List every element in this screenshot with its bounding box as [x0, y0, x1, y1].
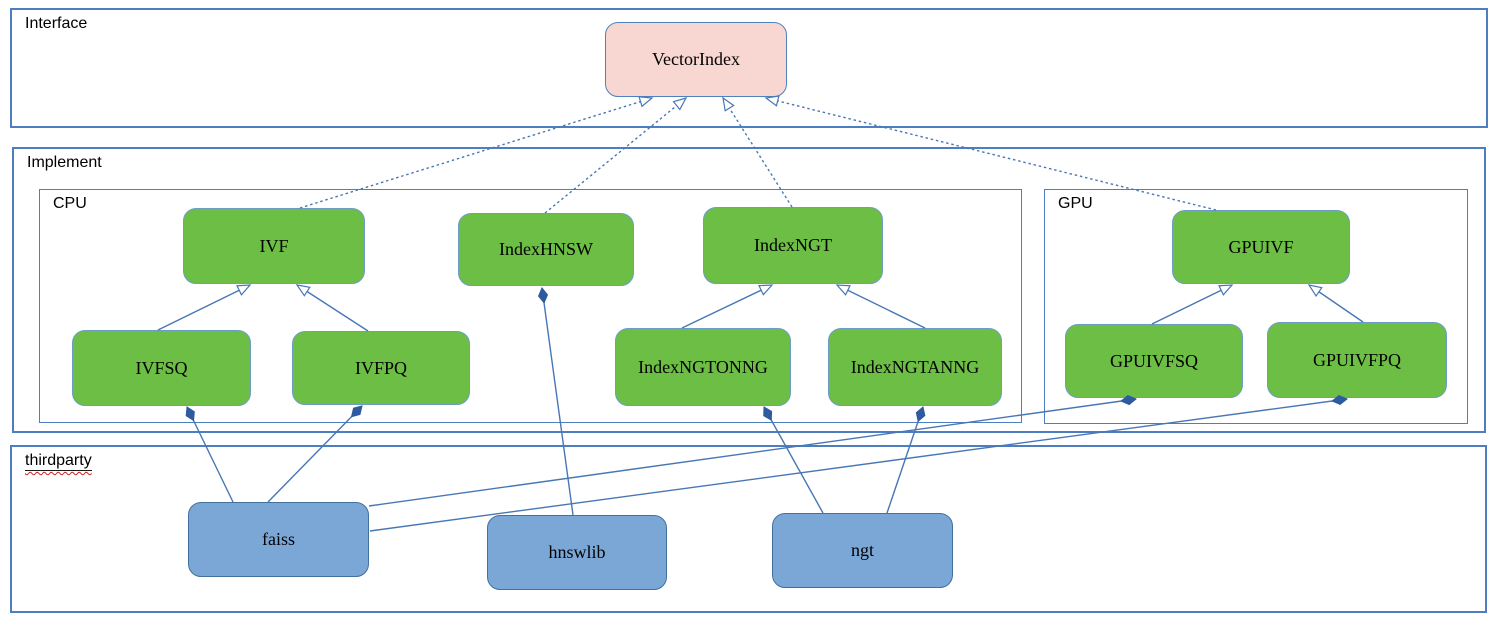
node-indexngt-label: IndexNGT: [754, 235, 832, 255]
node-vectorindex[interactable]: VectorIndex: [605, 22, 787, 97]
node-indexngtanng[interactable]: IndexNGTANNG: [828, 328, 1002, 406]
container-implement-label: Implement: [27, 154, 102, 171]
node-indexngtonng[interactable]: IndexNGTONNG: [615, 328, 791, 406]
node-gpuivf[interactable]: GPUIVF: [1172, 210, 1350, 284]
node-ngt-label: ngt: [850, 540, 874, 560]
node-faiss-label: faiss: [262, 529, 295, 549]
container-cpu-label: CPU: [53, 195, 87, 212]
node-ivfsq[interactable]: IVFSQ: [72, 330, 251, 406]
node-gpuivfpq[interactable]: GPUIVFPQ: [1267, 322, 1447, 398]
node-ngt[interactable]: ngt: [772, 513, 953, 588]
node-gpuivf-label: GPUIVF: [1228, 236, 1294, 257]
node-faiss[interactable]: faiss: [188, 502, 369, 577]
node-gpuivfsq[interactable]: GPUIVFSQ: [1065, 324, 1243, 398]
container-interface-label: Interface: [25, 15, 88, 32]
node-indexngtonng-label: IndexNGTONNG: [638, 356, 768, 377]
node-gpuivfpq-label: GPUIVFPQ: [1312, 349, 1402, 370]
container-thirdparty-label: thirdparty: [25, 452, 92, 471]
node-indexhnsw-label: IndexHNSW: [499, 239, 593, 259]
node-ivfpq-label: IVFPQ: [354, 357, 407, 378]
node-ivf-label: IVF: [259, 235, 289, 256]
node-ivfpq[interactable]: IVFPQ: [292, 331, 470, 405]
node-vectorindex-label: VectorIndex: [652, 49, 740, 69]
node-hnswlib-label: hnswlib: [548, 542, 606, 562]
node-indexhnsw[interactable]: IndexHNSW: [458, 213, 634, 286]
node-ivf[interactable]: IVF: [183, 208, 365, 284]
node-hnswlib[interactable]: hnswlib: [487, 515, 667, 590]
node-indexngtanng-label: IndexNGTANNG: [850, 356, 980, 377]
node-ivfsq-label: IVFSQ: [135, 357, 188, 378]
node-gpuivfsq-label: GPUIVFSQ: [1109, 350, 1199, 371]
node-indexngt[interactable]: IndexNGT: [703, 207, 883, 284]
